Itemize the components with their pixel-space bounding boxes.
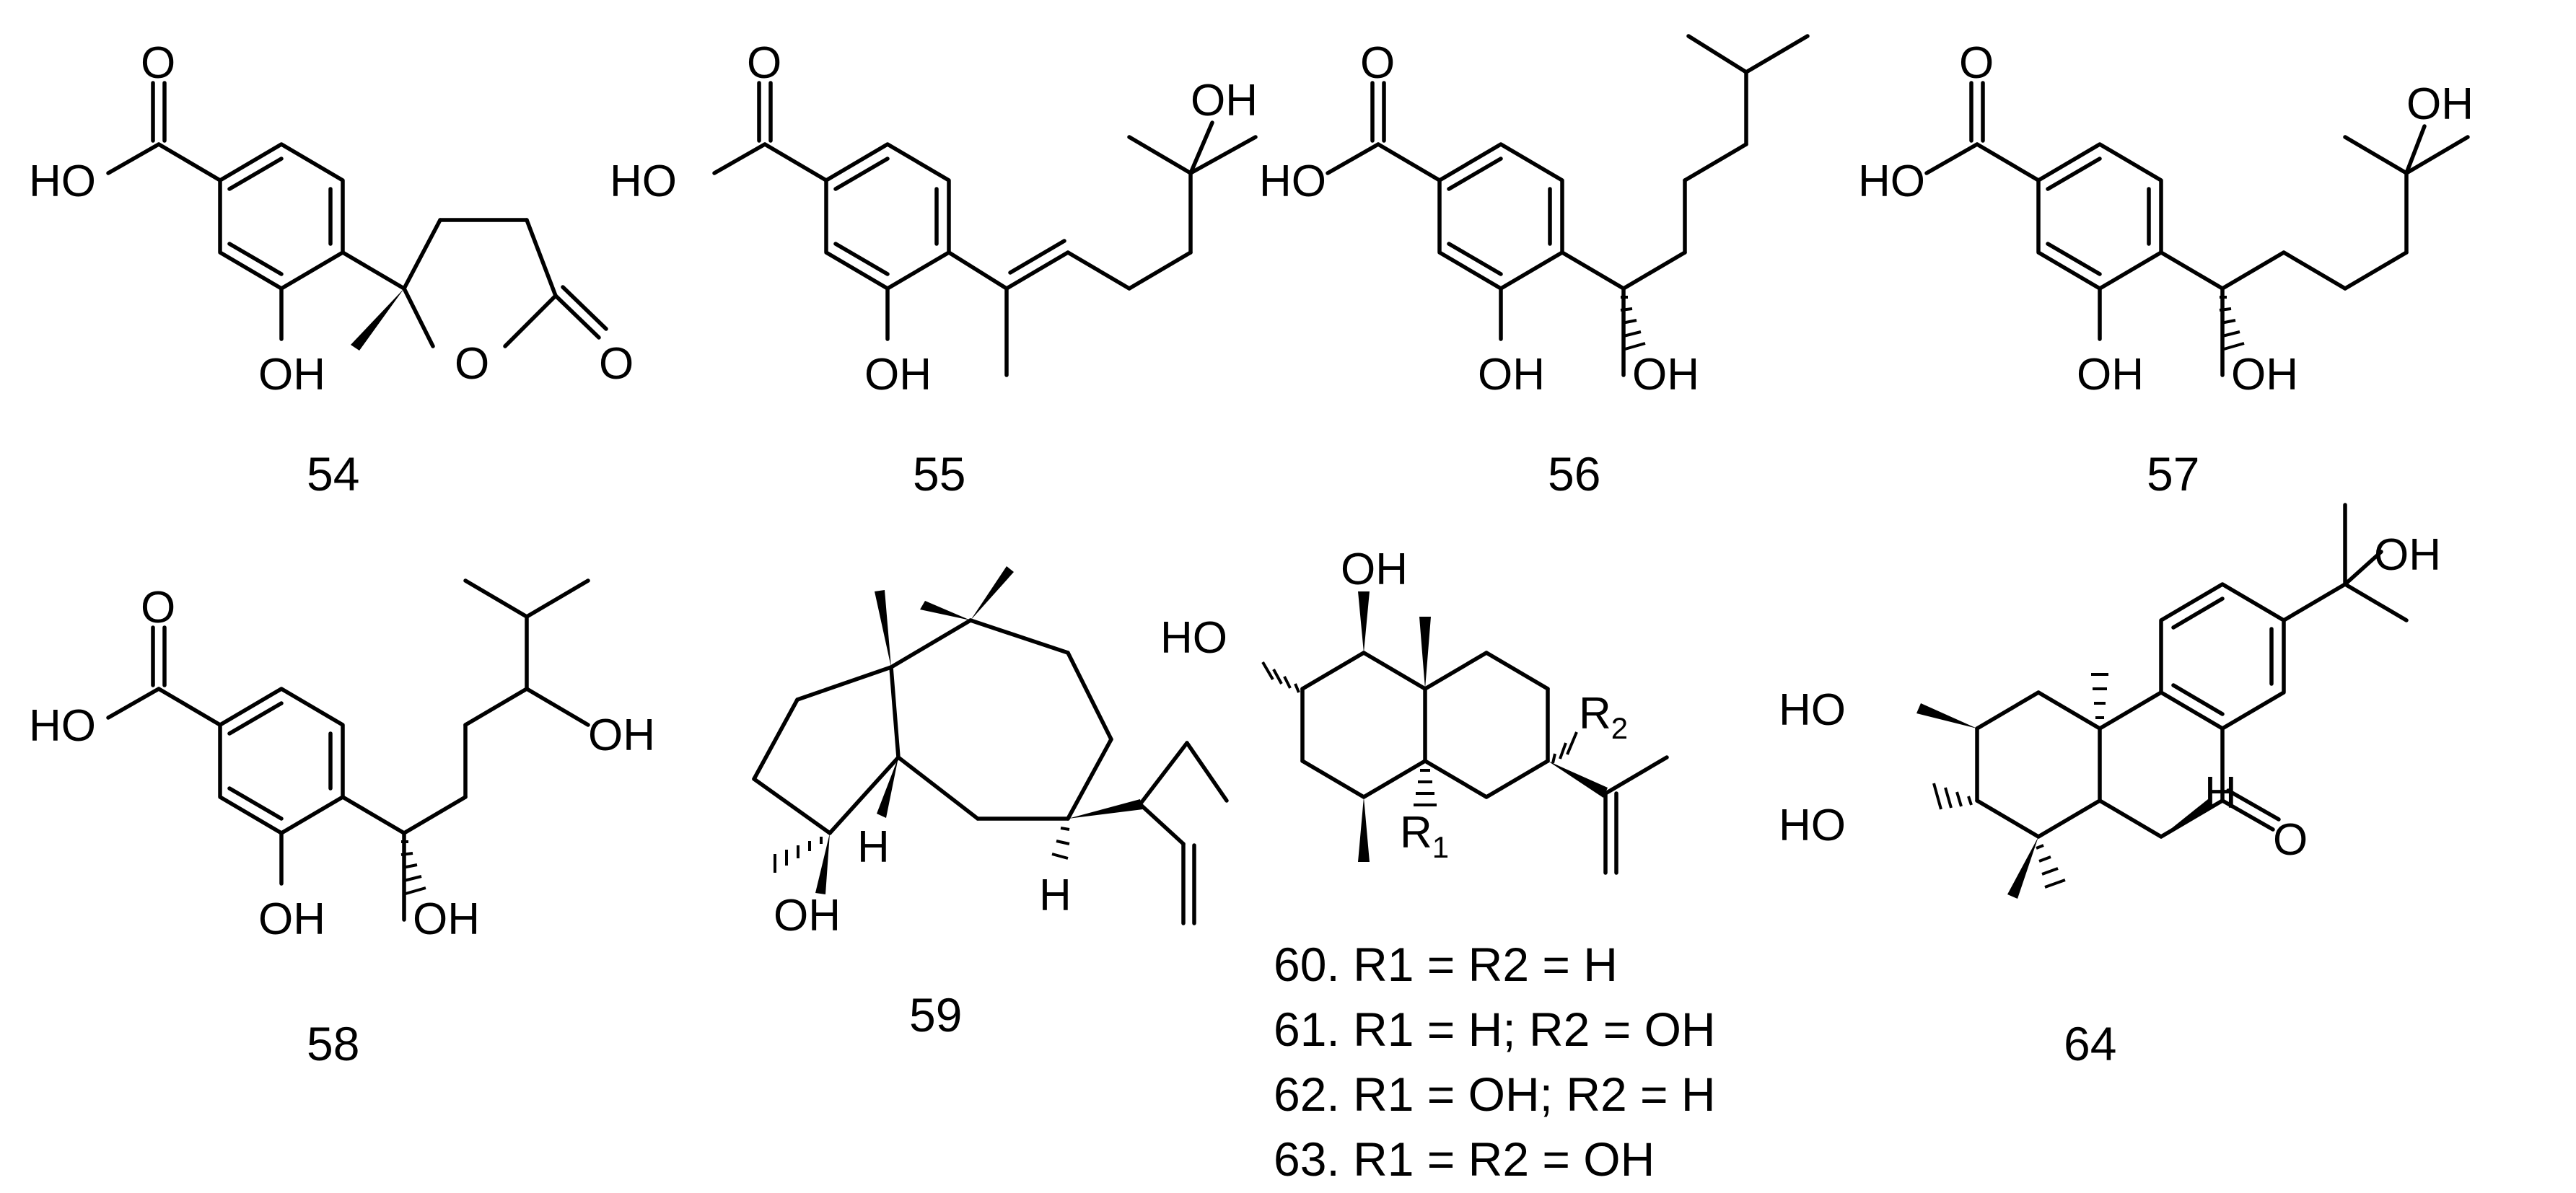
- structure-56: O HO OH OH 56: [1259, 34, 1810, 501]
- atom-ho: HO: [1779, 801, 1846, 850]
- structure-58: O HO OH OH OH 58: [29, 578, 655, 1070]
- hashed-bond: [400, 840, 426, 895]
- structure-55: O HO OH OH 55: [610, 38, 1258, 501]
- series-line-61: 61. R1 = H; R2 = OH: [1274, 1003, 1716, 1056]
- atom-oh: OH: [2231, 350, 2298, 400]
- structure-57: O HO OH OH OH 57: [1858, 38, 2474, 501]
- atom-oh: OH: [864, 350, 932, 400]
- atom-o: O: [747, 38, 781, 88]
- compound-label-57: 57: [2147, 447, 2199, 501]
- atom-h: H: [2204, 768, 2237, 818]
- atom-r2: R2: [1579, 689, 1628, 745]
- series-line-60: 60. R1 = R2 = H: [1274, 938, 1618, 991]
- hashed-bond: [1551, 731, 1578, 764]
- structure-54: O HO OH O O 54: [29, 38, 634, 501]
- structure-60-63: OH HO R1 R2: [1160, 545, 1716, 1186]
- atom-oh: OH: [2406, 79, 2474, 129]
- atom-o: O: [141, 38, 175, 88]
- hashed-bond: [1414, 769, 1437, 806]
- compound-label-55: 55: [913, 447, 965, 501]
- atom-oh: OH: [258, 894, 325, 944]
- atom-o: O: [455, 339, 489, 389]
- hashed-bond: [1051, 827, 1070, 860]
- atom-h: H: [857, 822, 890, 872]
- hashed-bond: [2036, 844, 2066, 889]
- atom-oh: OH: [1632, 350, 1699, 400]
- compound-label-54: 54: [307, 447, 359, 501]
- atom-oh: OH: [1341, 545, 1408, 594]
- atom-oh: OH: [2077, 350, 2144, 400]
- atom-oh: OH: [2374, 530, 2441, 580]
- atom-oh: OH: [774, 891, 841, 941]
- atom-o: O: [1959, 38, 1994, 88]
- atom-o: O: [599, 339, 634, 389]
- hashed-bond: [1620, 296, 1646, 351]
- atom-r1: R1: [1400, 808, 1449, 864]
- atom-h: H: [1039, 871, 1072, 920]
- atom-oh: OH: [588, 710, 655, 760]
- compound-label-64: 64: [2064, 1017, 2116, 1070]
- atom-o: O: [141, 583, 175, 633]
- structure-64: OH O H: [1779, 503, 2441, 1070]
- structure-59: OH H H 59: [752, 566, 1229, 1042]
- hashed-bond: [2219, 296, 2245, 351]
- atom-ho: HO: [1160, 613, 1227, 663]
- series-line-62: 62. R1 = OH; R2 = H: [1274, 1067, 1716, 1121]
- atom-ho: HO: [1858, 157, 1925, 206]
- hashed-bond: [2091, 673, 2108, 719]
- series-line-63: 63. R1 = R2 = OH: [1274, 1132, 1655, 1186]
- atom-ho: HO: [1259, 157, 1326, 206]
- atom-oh: OH: [413, 894, 480, 944]
- atom-o: O: [2273, 815, 2308, 865]
- atom-oh: OH: [1478, 350, 1545, 400]
- hashed-bond: [774, 837, 823, 873]
- hashed-bond: [1261, 661, 1300, 693]
- atom-oh: OH: [258, 350, 325, 400]
- compound-label-58: 58: [307, 1017, 359, 1070]
- compound-label-59: 59: [909, 988, 962, 1042]
- atom-ho: HO: [610, 157, 677, 206]
- atom-o: O: [1360, 38, 1395, 88]
- atom-ho: HO: [29, 157, 96, 206]
- atom-ho: HO: [29, 701, 96, 751]
- hashed-bond: [1932, 783, 1973, 810]
- atom-oh: OH: [1191, 76, 1258, 126]
- compound-label-56: 56: [1548, 447, 1600, 501]
- atom-ho: HO: [1779, 685, 1846, 735]
